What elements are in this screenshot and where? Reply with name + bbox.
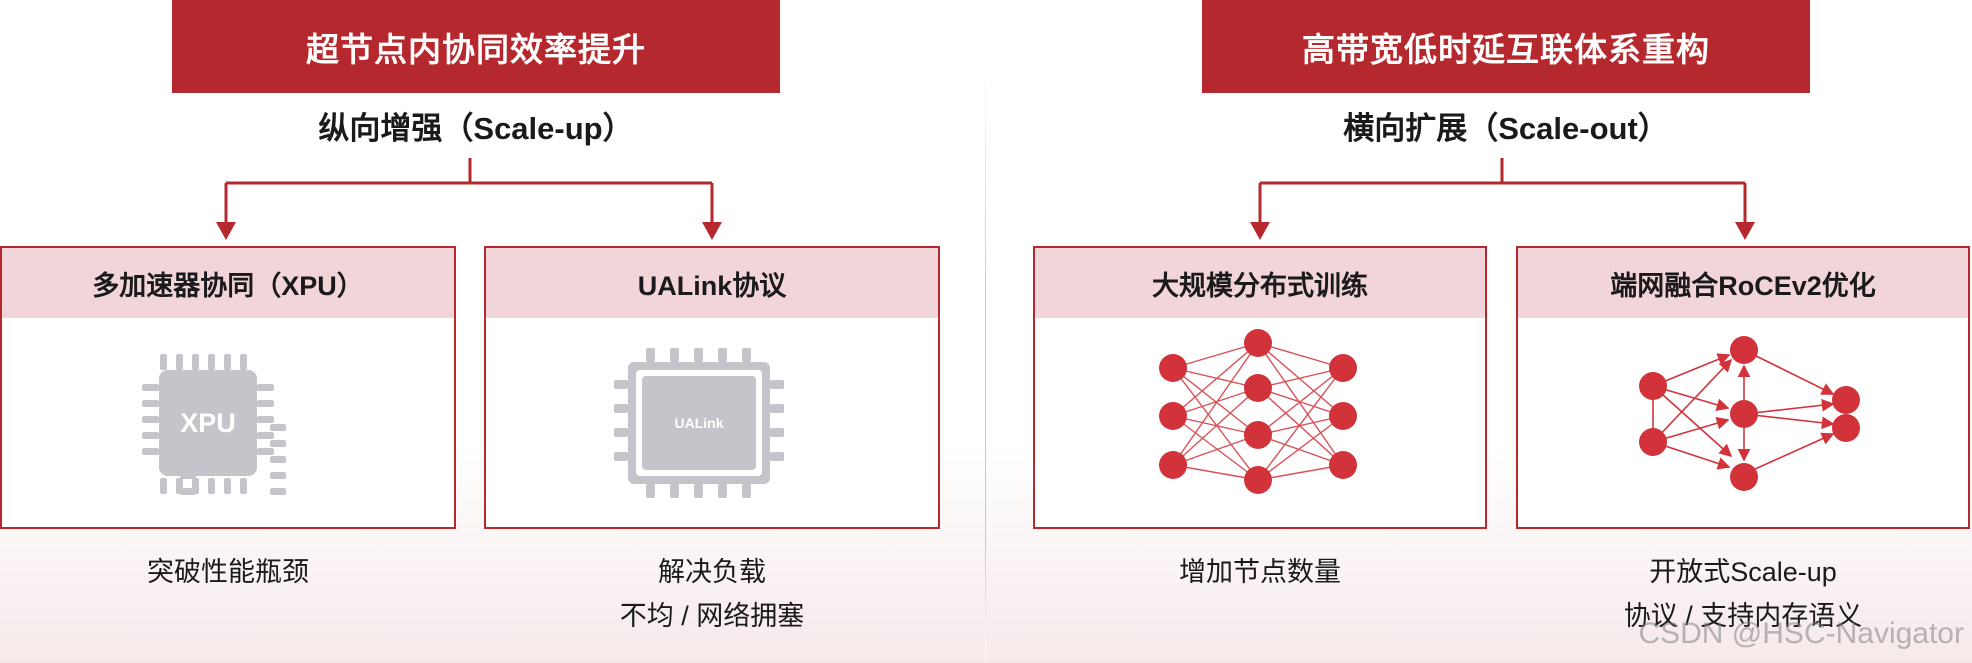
caption-ualink: 解决负载 不均 / 网络拥塞 (484, 550, 940, 638)
caption-distributed-training: 增加节点数量 (1033, 550, 1487, 594)
card-ualink-title: UALink协议 (486, 248, 938, 318)
caption-rocev2: 开放式Scale-up 协议 / 支持内存语义 (1516, 550, 1970, 638)
card-xpu: 多加速器协同（XPU） (0, 246, 456, 529)
xpu-chip-pins (142, 384, 274, 455)
network-flow-icon (1639, 336, 1860, 491)
caption-xpu: 突破性能瓶颈 (0, 550, 456, 594)
card-xpu-body: XPU (2, 318, 454, 527)
card-rocev2-body (1518, 318, 1968, 527)
caption-xpu-line1: 突破性能瓶颈 (147, 557, 309, 587)
card-distributed-training: 大规模分布式训练 (1033, 246, 1487, 529)
card-ualink-body: UALink (486, 318, 938, 527)
card-ualink: UALink协议 UALink (484, 246, 940, 529)
ualink-chip-icon (614, 348, 784, 498)
card-rocev2: 端网融合RoCEv2优化 (1516, 246, 1970, 529)
watermark: CSDN @HSC-Navigator (1638, 617, 1964, 650)
card-rocev2-title: 端网融合RoCEv2优化 (1518, 248, 1968, 318)
xpu-chip-label: XPU (180, 407, 236, 438)
card-distributed-training-body (1035, 318, 1485, 527)
caption-rocev2-line2: 协议 / 支持内存语义 (1623, 601, 1863, 631)
card-distributed-training-title: 大规模分布式训练 (1035, 248, 1485, 318)
caption-ualink-line1: 解决负载 (658, 557, 766, 587)
right-banner: 高带宽低时延互联体系重构 (1202, 0, 1810, 93)
card-xpu-title: 多加速器协同（XPU） (2, 248, 454, 318)
xpu-chip-icon (159, 354, 286, 495)
ualink-chip-label: UALink (674, 415, 724, 431)
left-banner: 超节点内协同效率提升 (172, 0, 780, 93)
neural-network-icon (1159, 329, 1357, 494)
caption-distributed-training-line1: 增加节点数量 (1179, 557, 1341, 587)
caption-ualink-line2: 不均 / 网络拥塞 (619, 601, 805, 631)
center-divider (985, 60, 986, 660)
right-subtitle: 横向扩展（Scale-out） (1343, 110, 1669, 146)
caption-rocev2-line1: 开放式Scale-up (1649, 557, 1837, 587)
left-subtitle: 纵向增强（Scale-up） (318, 110, 634, 146)
